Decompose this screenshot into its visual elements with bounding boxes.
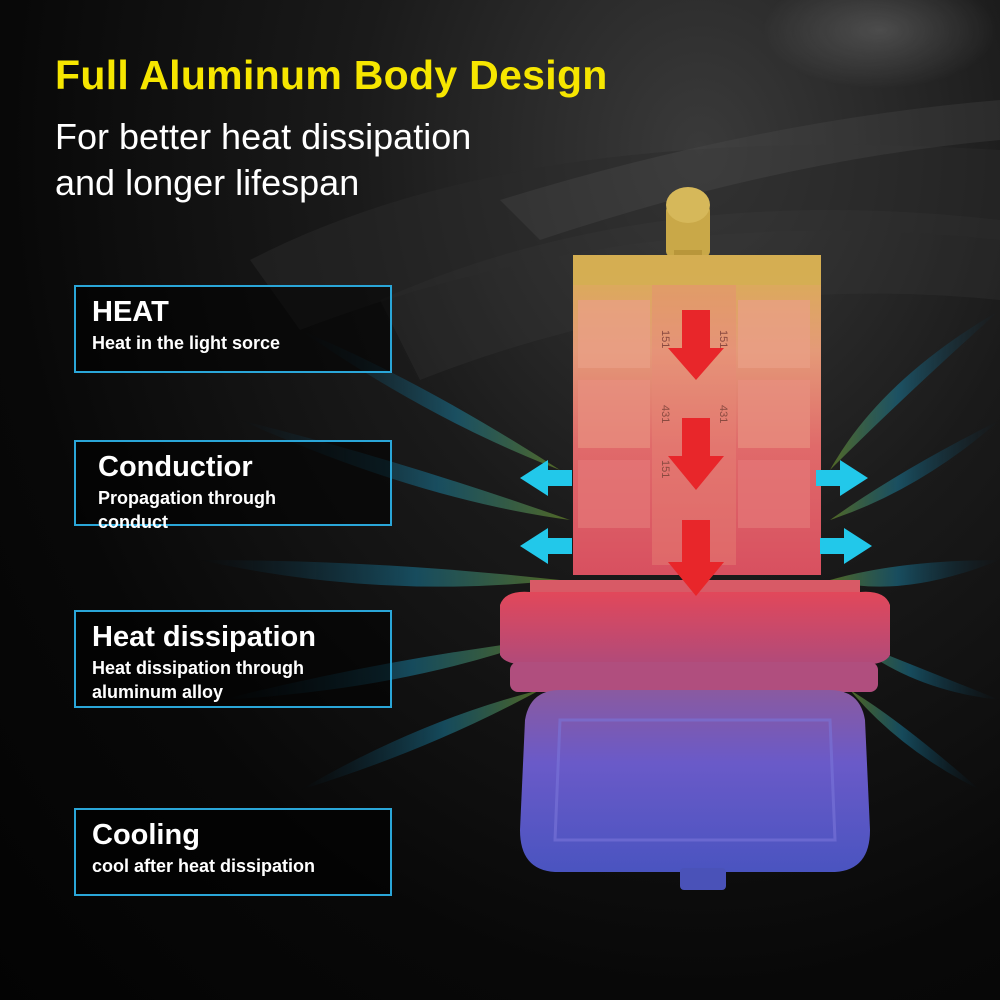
subline: For better heat dissipation and longer l… xyxy=(55,114,471,206)
info-box-cooling: Cooling cool after heat dissipation xyxy=(74,808,392,896)
box-desc-line: Heat dissipation through xyxy=(92,658,305,678)
info-box-heat: HEAT Heat in the light sorce xyxy=(74,285,392,373)
tip-led xyxy=(666,187,710,264)
flange-ring xyxy=(510,662,878,692)
heat-flow-arrow-icon xyxy=(668,520,724,596)
dissipation-arrow-icon xyxy=(520,460,572,496)
dissipation-arrow-icon xyxy=(820,528,872,564)
dissipation-arrow-icon xyxy=(520,528,572,564)
box-desc-line: aluminum alloy xyxy=(92,682,224,702)
chip-label: 431 xyxy=(659,405,671,423)
led-chips-left xyxy=(578,300,650,528)
dissipation-arrows xyxy=(520,460,872,564)
terrain-background xyxy=(250,0,1000,380)
box-title: Conductior xyxy=(98,451,253,483)
dissipation-arrow-icon xyxy=(816,460,868,496)
info-box-conduction: Conductior Propagation through conduct xyxy=(74,440,392,532)
box-desc: Heat dissipation through aluminum alloy xyxy=(92,656,374,704)
subline-line: For better heat dissipation xyxy=(55,116,472,157)
subline-line: and longer lifespan xyxy=(55,162,360,203)
headline: Full Aluminum Body Design xyxy=(55,52,608,98)
led-chips-right xyxy=(738,300,810,528)
box-title: Heat dissipation xyxy=(92,621,316,653)
box-title: HEAT xyxy=(92,296,169,328)
heat-flow-arrows xyxy=(668,310,724,596)
chip-label: 431 xyxy=(717,405,729,423)
info-box-heat-dissipation: Heat dissipation Heat dissipation throug… xyxy=(74,610,392,708)
chip-label: 151 xyxy=(659,460,671,478)
connector-tab xyxy=(680,868,726,890)
box-desc: cool after heat dissipation xyxy=(92,856,316,876)
chip-label: 151 xyxy=(717,330,729,348)
box-desc-line: conduct xyxy=(98,512,168,532)
heat-flow-arrow-icon xyxy=(668,418,724,490)
connector-base xyxy=(520,690,870,872)
box-desc: Heat in the light sorce xyxy=(92,333,281,353)
chip-label: 151 xyxy=(659,330,671,348)
heat-flow-arrow-icon xyxy=(668,310,724,380)
flange xyxy=(500,591,890,665)
box-title: Cooling xyxy=(92,819,200,851)
box-desc-line: Propagation through xyxy=(98,488,276,508)
box-desc: Propagation through conduct xyxy=(98,486,374,534)
